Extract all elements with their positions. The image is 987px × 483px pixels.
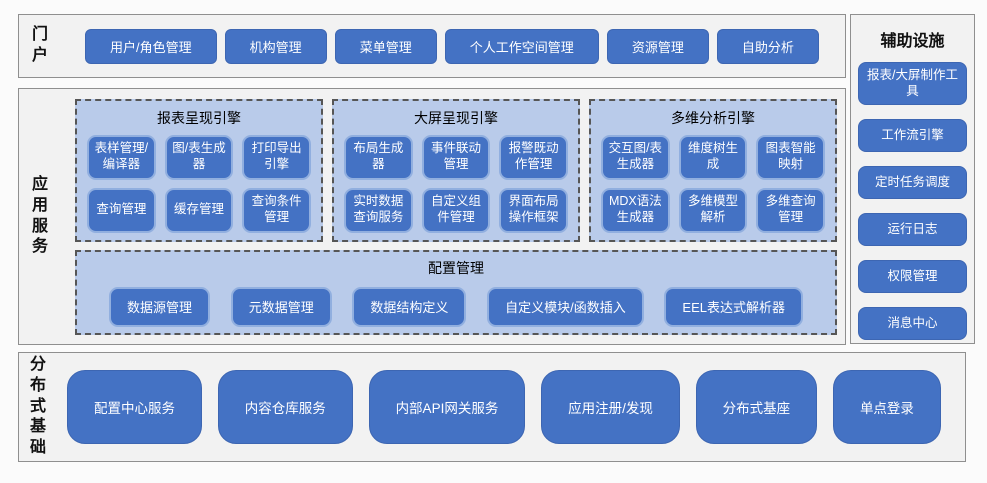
infra-node-content-repository: 内容仓库服务: [217, 370, 353, 444]
engine-module-grid: 布局生成器 事件联动管理 报警既动作管理 实时数据查询服务 自定义组件管理 界面…: [344, 134, 568, 233]
engine-module: 实时数据查询服务: [344, 187, 413, 233]
config-node-metadata-mgmt: 元数据管理: [230, 286, 332, 327]
engine-module: 查询条件管理: [242, 187, 311, 233]
app-services-content: 报表呈现引擎 表样管理/编译器 图/表生成器 打印导出引擎 查询管理 缓存管理 …: [75, 98, 837, 335]
portal-node-self-service-analysis: 自助分析: [716, 28, 819, 64]
config-mgmt-title: 配置管理: [428, 259, 484, 276]
config-node-row: 数据源管理 元数据管理 数据结构定义 自定义模块/函数插入 EEL表达式解析器: [97, 286, 815, 327]
engine-box-olap: 多维分析引擎 交互图/表生成器 维度树生成 图表智能映射 MDX语法生成器 多维…: [589, 98, 837, 242]
portal-node-org-mgmt: 机构管理: [224, 28, 327, 64]
engine-module: 查询管理: [87, 187, 156, 233]
config-node-eel-parser: EEL表达式解析器: [664, 286, 803, 327]
infra-node-config-center: 配置中心服务: [67, 370, 202, 444]
engine-module: 图/表生成器: [164, 134, 234, 180]
aux-node-scheduler: 定时任务调度: [858, 165, 967, 199]
infra-node-sso: 单点登录: [832, 370, 941, 444]
app-services-section-label: 应用服务: [31, 175, 48, 256]
auxiliary-section: 辅助设施 报表/大屏制作工具 工作流引擎 定时任务调度 运行日志 权限管理 消息…: [850, 14, 975, 344]
engine-module-grid: 交互图/表生成器 维度树生成 图表智能映射 MDX语法生成器 多维模型解析 多维…: [601, 134, 825, 233]
engine-module: 界面布局操作框架: [499, 187, 568, 233]
infrastructure-section-label: 分布式基础: [29, 356, 46, 457]
auxiliary-section-label: 辅助设施: [880, 33, 945, 50]
portal-node-workspace-mgmt: 个人工作空间管理: [444, 28, 599, 64]
engine-title: 报表呈现引擎: [157, 109, 241, 126]
aux-node-run-logs: 运行日志: [858, 212, 967, 246]
aux-node-workflow-engine: 工作流引擎: [858, 118, 967, 152]
config-node-custom-module-function: 自定义模块/函数插入: [487, 286, 644, 327]
engine-module: 图表智能映射: [756, 134, 825, 180]
config-node-datasource-mgmt: 数据源管理: [109, 286, 211, 327]
engine-module: 自定义组件管理: [421, 187, 491, 233]
infrastructure-section: 分布式基础 配置中心服务 内容仓库服务 内部API网关服务 应用注册/发现 分布…: [18, 352, 966, 462]
auxiliary-node-column: 报表/大屏制作工具 工作流引擎 定时任务调度 运行日志 权限管理 消息中心: [858, 62, 967, 340]
app-services-section: 应用服务 报表呈现引擎 表样管理/编译器 图/表生成器 打印导出引擎 查询管理 …: [18, 88, 846, 345]
engine-module: 布局生成器: [344, 134, 413, 180]
engine-module: 缓存管理: [164, 187, 234, 233]
engine-module: 多维模型解析: [678, 187, 748, 233]
engine-module: MDX语法生成器: [601, 187, 670, 233]
aux-node-message-center: 消息中心: [858, 306, 967, 340]
engine-module: 事件联动管理: [421, 134, 491, 180]
engine-module: 交互图/表生成器: [601, 134, 670, 180]
engine-title: 大屏呈现引擎: [414, 109, 498, 126]
portal-node-resource-mgmt: 资源管理: [606, 28, 709, 64]
infra-node-api-gateway: 内部API网关服务: [368, 370, 526, 444]
engine-row: 报表呈现引擎 表样管理/编译器 图/表生成器 打印导出引擎 查询管理 缓存管理 …: [75, 98, 837, 242]
engine-box-report: 报表呈现引擎 表样管理/编译器 图/表生成器 打印导出引擎 查询管理 缓存管理 …: [75, 98, 323, 242]
config-node-data-structure: 数据结构定义: [352, 286, 467, 327]
engine-module: 打印导出引擎: [242, 134, 311, 180]
engine-module: 维度树生成: [678, 134, 748, 180]
portal-section: 门户 用户/角色管理 机构管理 菜单管理 个人工作空间管理 资源管理 自助分析: [18, 14, 846, 78]
aux-node-report-dashboard-tool: 报表/大屏制作工具: [858, 62, 967, 105]
engine-box-dashboard: 大屏呈现引擎 布局生成器 事件联动管理 报警既动作管理 实时数据查询服务 自定义…: [332, 98, 580, 242]
infra-node-distributed-base: 分布式基座: [695, 370, 818, 444]
engine-module: 表样管理/编译器: [87, 134, 156, 180]
engine-module: 多维查询管理: [756, 187, 825, 233]
aux-node-permission-mgmt: 权限管理: [858, 259, 967, 293]
engine-module: 报警既动作管理: [499, 134, 568, 180]
portal-node-menu-mgmt: 菜单管理: [334, 28, 437, 64]
engine-module-grid: 表样管理/编译器 图/表生成器 打印导出引擎 查询管理 缓存管理 查询条件管理: [87, 134, 311, 233]
engine-title: 多维分析引擎: [671, 109, 755, 126]
portal-section-label: 门户: [31, 26, 48, 64]
portal-node-user-role-mgmt: 用户/角色管理: [85, 28, 217, 64]
config-mgmt-box: 配置管理 数据源管理 元数据管理 数据结构定义 自定义模块/函数插入 EEL表达…: [75, 249, 837, 335]
portal-node-row: 用户/角色管理 机构管理 菜单管理 个人工作空间管理 资源管理 自助分析: [85, 28, 819, 64]
infrastructure-node-row: 配置中心服务 内容仓库服务 内部API网关服务 应用注册/发现 分布式基座 单点…: [67, 370, 941, 444]
infra-node-app-registry: 应用注册/发现: [541, 370, 680, 444]
